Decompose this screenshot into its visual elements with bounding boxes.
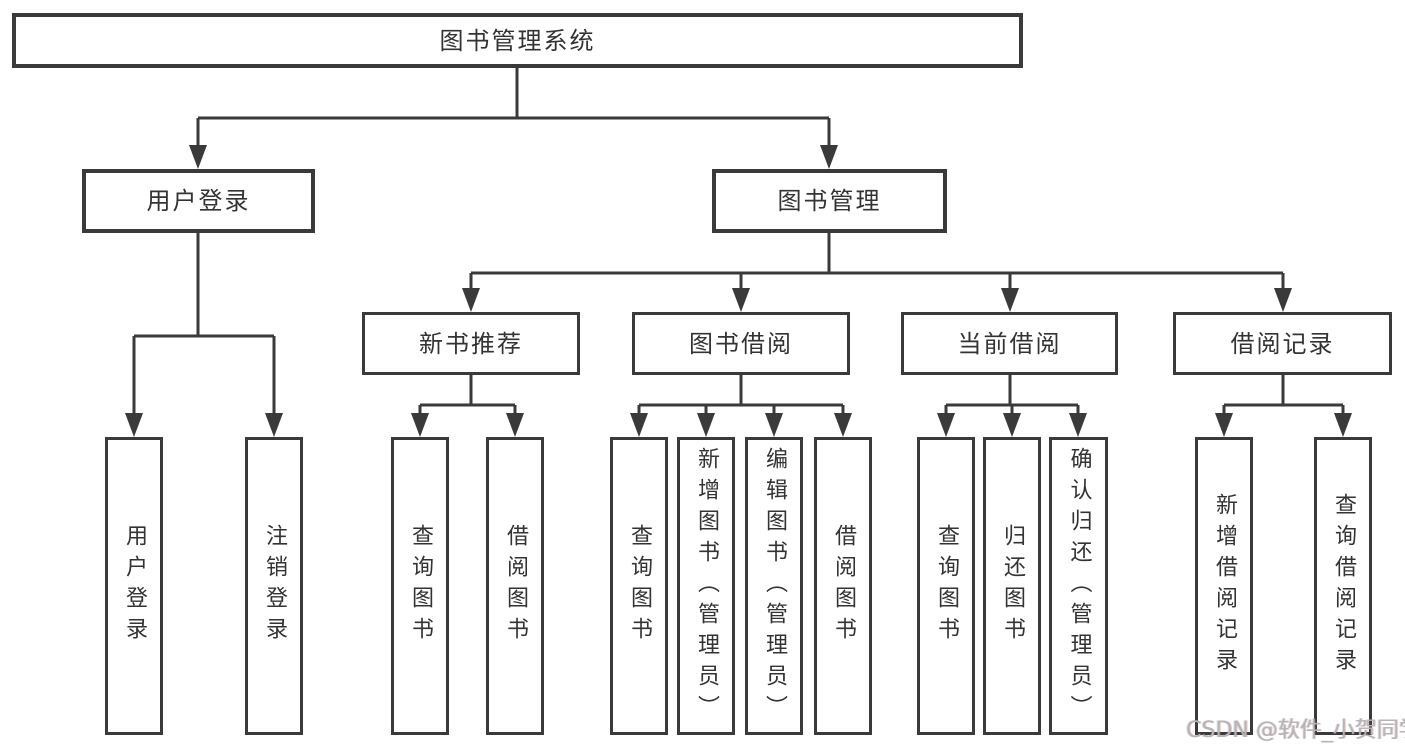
node-leaf-confirm-return: 确认归还（管理员） xyxy=(1049,437,1108,735)
arrowhead-down-icon xyxy=(820,145,838,169)
node-label: 借阅图书 xyxy=(831,524,856,648)
node-leaf-borrow-books-2: 借阅图书 xyxy=(814,437,872,735)
node-leaf-borrow-books-1: 借阅图书 xyxy=(486,437,544,735)
csdn-watermark: CSDN @软件_小贺同学 xyxy=(1186,718,1405,743)
node-label: 查询借阅记录 xyxy=(1331,493,1356,679)
node-leaf-add-books: 新增图书（管理员） xyxy=(677,437,735,735)
node-label: 当前借阅 xyxy=(957,329,1062,358)
arrowhead-down-icon xyxy=(937,413,955,437)
node-borrowing-records: 借阅记录 xyxy=(1173,312,1392,375)
node-label: 新增借阅记录 xyxy=(1212,493,1237,679)
node-leaf-add-borrow-record: 新增借阅记录 xyxy=(1195,437,1253,735)
arrowhead-down-icon xyxy=(765,413,783,437)
node-label: 新书推荐 xyxy=(419,329,523,358)
node-label: 图书借阅 xyxy=(689,329,793,358)
arrowhead-down-icon xyxy=(189,145,207,169)
arrowhead-down-icon xyxy=(630,413,648,437)
arrowhead-down-icon xyxy=(506,413,524,437)
node-user-login: 用户登录 xyxy=(82,169,315,233)
node-label: 注销登录 xyxy=(262,524,287,648)
node-leaf-query-books-3: 查询图书 xyxy=(917,437,975,735)
node-root: 图书管理系统 xyxy=(12,13,1023,68)
node-leaf-query-books-2: 查询图书 xyxy=(610,437,668,735)
node-current-borrowing: 当前借阅 xyxy=(901,312,1118,375)
node-book-management: 图书管理 xyxy=(712,169,947,233)
node-new-book-recommend: 新书推荐 xyxy=(362,312,580,375)
arrowhead-down-icon xyxy=(265,413,283,437)
node-label: 用户登录 xyxy=(146,187,251,215)
node-leaf-user-login: 用户登录 xyxy=(105,437,163,735)
node-label: 归还图书 xyxy=(1000,524,1025,648)
node-label: 编辑图书（管理员） xyxy=(762,446,787,726)
node-leaf-edit-books: 编辑图书（管理员） xyxy=(745,437,803,735)
node-leaf-query-books-1: 查询图书 xyxy=(391,437,449,735)
arrowhead-down-icon xyxy=(1069,413,1087,437)
node-label: 图书管理 xyxy=(777,187,882,215)
arrowhead-down-icon xyxy=(411,413,429,437)
node-label: 查询图书 xyxy=(408,524,433,648)
node-leaf-logout: 注销登录 xyxy=(245,437,303,735)
node-label: 用户登录 xyxy=(122,524,147,648)
node-label: 新增图书（管理员） xyxy=(694,446,719,726)
arrowhead-down-icon xyxy=(1003,413,1021,437)
arrowhead-down-icon xyxy=(1274,288,1292,312)
node-label: 查询图书 xyxy=(627,524,652,648)
node-label: 借阅记录 xyxy=(1230,329,1335,358)
node-label: 借阅图书 xyxy=(503,524,528,648)
arrowhead-down-icon xyxy=(1334,413,1352,437)
arrowhead-down-icon xyxy=(834,413,852,437)
node-leaf-query-borrow-record: 查询借阅记录 xyxy=(1314,437,1372,735)
arrowhead-down-icon xyxy=(1215,413,1233,437)
node-leaf-return-books: 归还图书 xyxy=(983,437,1041,735)
arrowhead-down-icon xyxy=(1001,288,1019,312)
arrowhead-down-icon xyxy=(697,413,715,437)
arrowhead-down-icon xyxy=(125,413,143,437)
arrowhead-down-icon xyxy=(462,288,480,312)
arrowhead-down-icon xyxy=(732,288,750,312)
node-label: 图书管理系统 xyxy=(439,26,596,55)
node-book-borrowing: 图书借阅 xyxy=(632,312,850,375)
node-label: 确认归还（管理员） xyxy=(1066,446,1092,726)
node-label: 查询图书 xyxy=(934,524,959,648)
